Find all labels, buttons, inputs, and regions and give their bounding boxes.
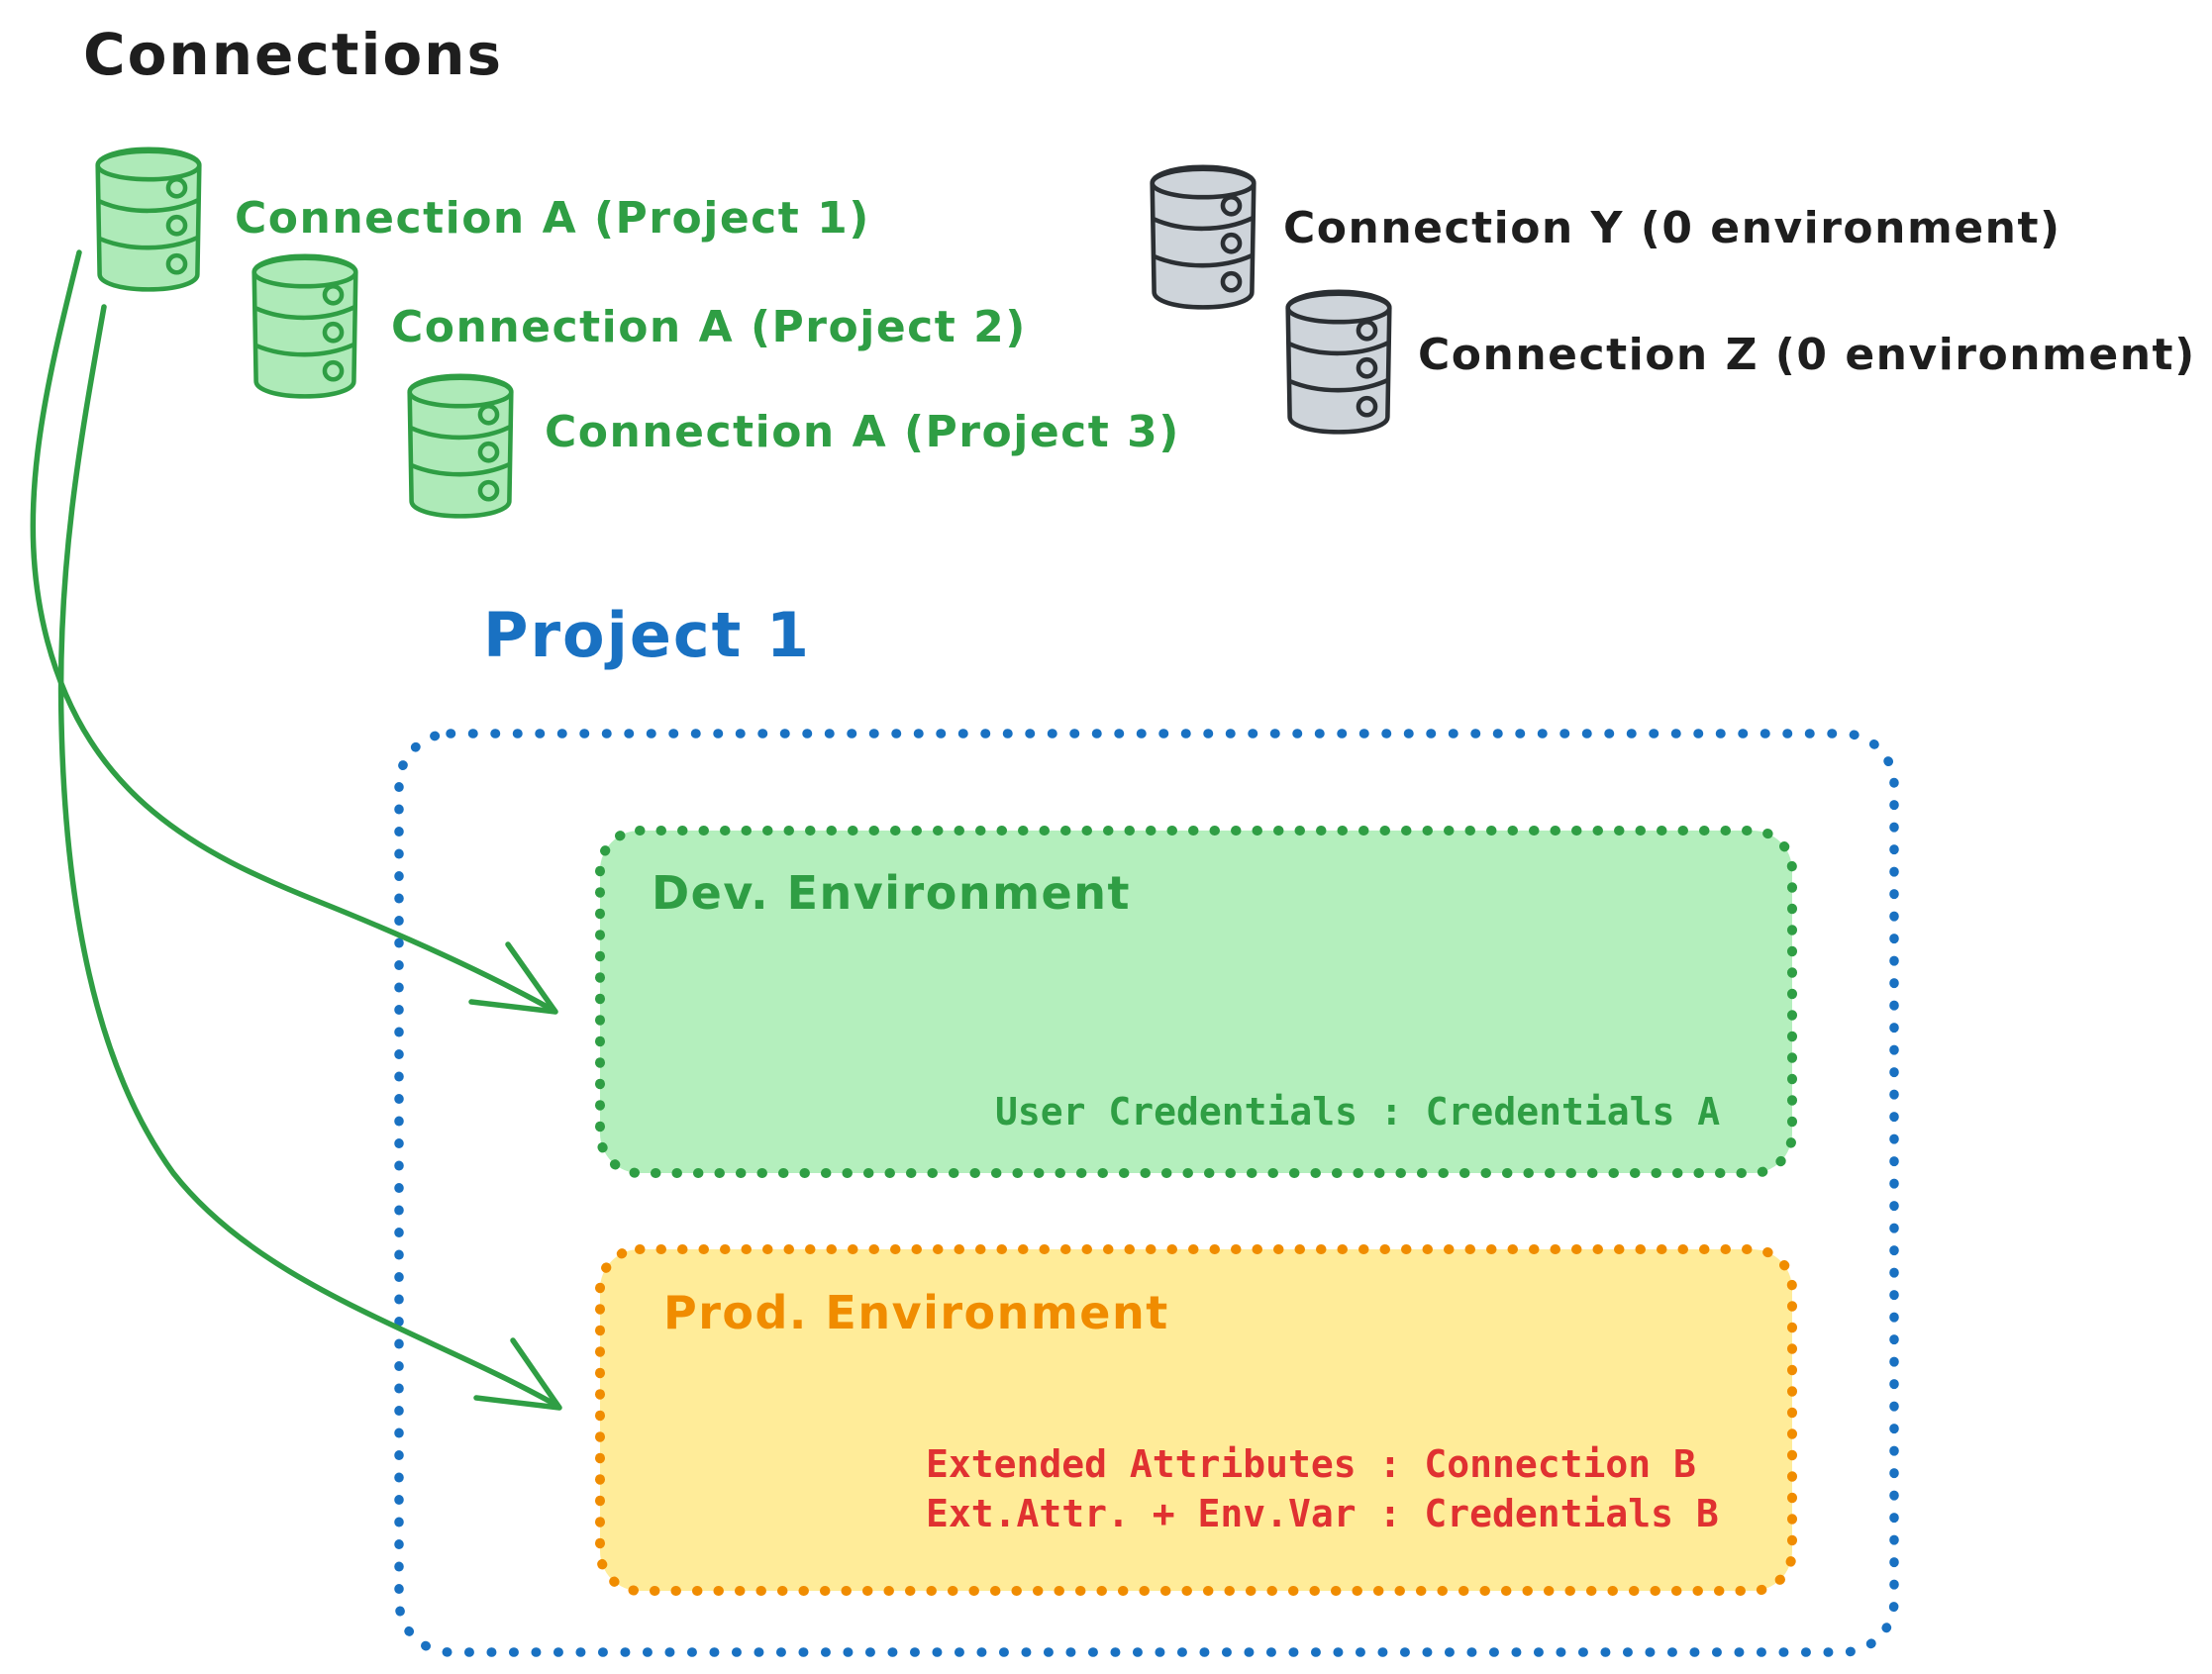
dev-credentials-text: User Credentials : Credentials A — [995, 1090, 1721, 1133]
dev-environment-title: Dev. Environment — [652, 866, 1131, 920]
label-connection-a-project-1: Connection A (Project 1) — [235, 193, 870, 244]
database-icon-connection-y — [1153, 167, 1255, 308]
label-connection-y: Connection Y (0 environment) — [1283, 203, 2061, 253]
label-connection-a-project-2: Connection A (Project 2) — [391, 302, 1027, 352]
arrowhead-prod-icon — [473, 1337, 562, 1411]
prod-ext-attr-env-var-text: Ext.Attr. + Env.Var : Credentials B — [926, 1492, 1719, 1535]
arrow-connection-a-to-dev — [30, 249, 558, 1015]
dev-environment-box — [595, 826, 1797, 1178]
database-icon-connection-a-project-2 — [254, 256, 356, 397]
prod-extended-attributes-text: Extended Attributes : Connection B — [926, 1442, 1696, 1486]
label-connection-z: Connection Z (0 environment) — [1418, 330, 2196, 380]
database-icon-connection-a-project-3 — [410, 376, 512, 517]
database-icon-connection-a-project-1 — [98, 149, 200, 290]
page-title: Connections — [83, 21, 503, 88]
arrow-connection-a-to-prod — [57, 304, 562, 1411]
prod-environment-box — [595, 1244, 1797, 1596]
project-1-title: Project 1 — [483, 599, 812, 671]
prod-environment-title: Prod. Environment — [663, 1286, 1169, 1339]
label-connection-a-project-3: Connection A (Project 3) — [545, 407, 1180, 457]
database-icon-connection-z — [1288, 292, 1390, 433]
arrowhead-dev-icon — [468, 941, 558, 1015]
